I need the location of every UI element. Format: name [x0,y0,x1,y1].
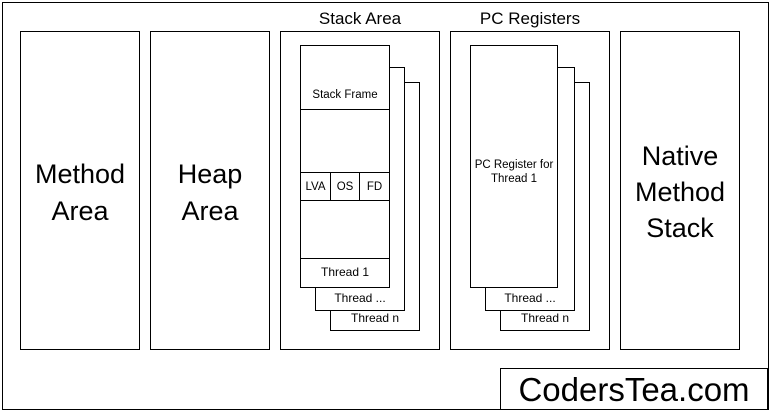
stack-thread-1-box: Stack Frame LVA OS FD Thread 1 [300,45,390,288]
pc-registers-heading: PC Registers [479,9,581,28]
native-method-stack-box: Native Method Stack [620,31,740,350]
pc-register-thread-1-box: PC Register for Thread 1 [470,45,558,288]
stack-frame-part-fd: FD [360,173,389,200]
stack-thread-ellipsis-label: Thread ... [334,291,386,305]
stack-thread-1-footer: Thread 1 [301,258,389,286]
pc-register-label-line2: Thread 1 [490,173,538,185]
pc-thread-n-label: Thread n [520,311,570,325]
stack-thread-n-label: Thread n [350,311,400,325]
stack-frame-cell: Stack Frame [301,46,389,110]
stack-frame-parts-row: LVA OS FD [301,172,389,201]
heap-area-box: Heap Area [150,31,270,350]
stack-area-heading: Stack Area [318,9,402,28]
stack-frame-label: Stack Frame [312,89,378,101]
native-method-stack-label-line2: Method [634,177,726,207]
watermark-box: CodersTea.com [500,368,768,410]
pc-thread-ellipsis-label: Thread ... [504,291,556,305]
native-method-stack-label-line3: Stack [646,213,714,243]
stack-frame-part-os-label: OS [336,181,354,193]
stack-frame-part-lva-label: LVA [305,181,326,193]
native-method-stack-label-line1: Native [641,141,719,171]
stack-thread-1-label: Thread 1 [320,265,370,279]
pc-register-label-line1: PC Register for [474,159,554,171]
heap-area-label-line2: Area [181,196,239,226]
stack-frame-spacer-upper [301,110,389,172]
method-area-label-line2: Area [51,196,109,226]
method-area-box: Method Area [20,31,140,350]
stack-frame-part-fd-label: FD [366,181,383,193]
stack-frame-part-lva: LVA [301,173,331,200]
heap-area-label-line1: Heap [177,159,243,189]
stack-frame-spacer-lower [301,201,389,258]
watermark-label: CodersTea.com [518,371,750,408]
stack-frame-part-os: OS [331,173,360,200]
method-area-label-line1: Method [34,159,126,189]
